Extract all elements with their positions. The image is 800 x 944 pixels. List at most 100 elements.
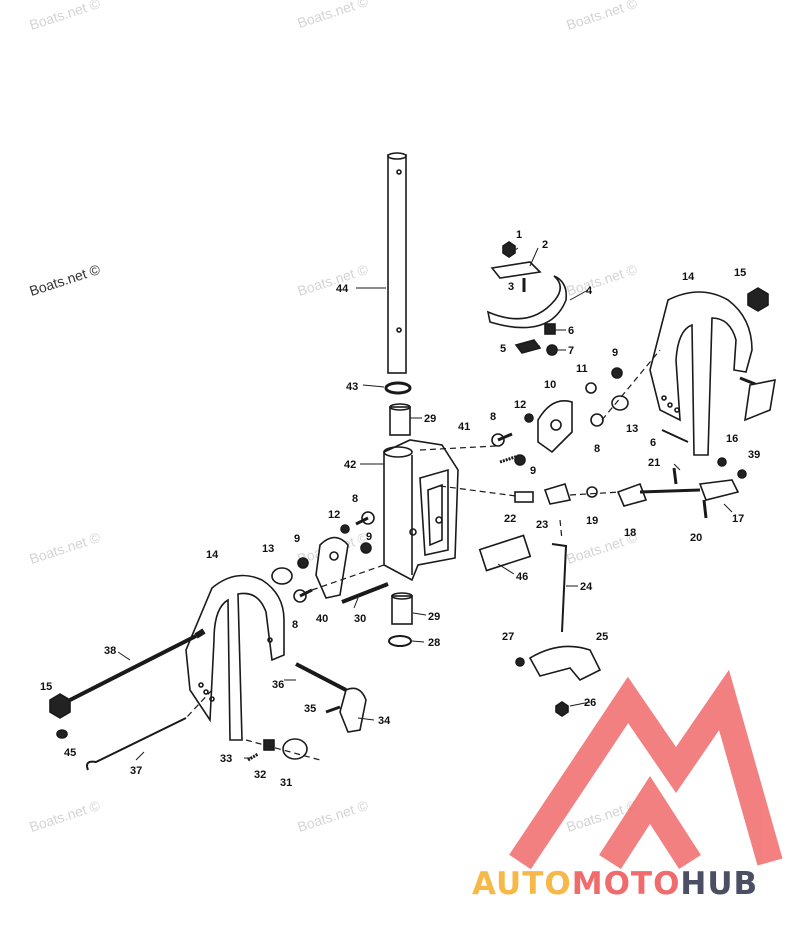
part-11-bolt <box>585 382 597 394</box>
callout-17: 17 <box>732 513 744 525</box>
part-19-washer <box>586 486 598 498</box>
callout-2: 2 <box>542 239 548 251</box>
callout-27: 27 <box>502 631 514 643</box>
part-28-ring <box>388 635 412 647</box>
part-14-right-clamp-bracket <box>649 291 753 456</box>
part-14-left-clamp-bracket <box>185 574 285 741</box>
part-6-pin <box>661 429 689 443</box>
part-15-nut <box>49 693 71 719</box>
callout-45: 45 <box>64 747 76 759</box>
part-31-knob <box>282 738 308 760</box>
callout-19: 19 <box>586 515 598 527</box>
callout-4: 4 <box>586 285 593 297</box>
part-8-bolt <box>491 432 513 447</box>
callout-37: 37 <box>130 765 142 777</box>
part-4-arc <box>486 275 568 329</box>
part-1-nut <box>502 241 516 258</box>
part-2-bracket <box>490 261 542 279</box>
callout-8: 8 <box>490 411 496 423</box>
part-9-nut <box>297 557 309 569</box>
part-handle-right <box>744 378 776 422</box>
callout-46: 46 <box>516 571 528 583</box>
part-33-spring <box>247 752 259 762</box>
callout-29: 29 <box>428 611 440 623</box>
part-42-swivel-bracket <box>383 439 459 582</box>
part-20-pin <box>702 499 708 519</box>
part-38-clamp-screw <box>69 628 206 702</box>
part-34-lever <box>339 687 367 733</box>
callout-14: 14 <box>682 271 695 283</box>
callout-21: 21 <box>648 457 660 469</box>
callout-43: 43 <box>346 381 358 393</box>
part-44-steering-tube <box>387 152 407 374</box>
automotohub-logo-wordmark: AUTOMOTOHUB <box>472 866 758 902</box>
callout-42: 42 <box>344 459 356 471</box>
callout-38: 38 <box>104 645 116 657</box>
part-8-bolt <box>293 588 313 603</box>
part-40-link <box>315 536 349 599</box>
callout-16: 16 <box>726 433 738 445</box>
part-9-nut <box>360 542 372 554</box>
part-24-rod <box>551 543 568 633</box>
callout-9: 9 <box>294 533 300 545</box>
callout-15: 15 <box>734 267 746 279</box>
part-6-block <box>544 323 556 335</box>
part-23-arm <box>543 483 572 505</box>
part-21-pin <box>672 467 678 485</box>
part-22-bushing <box>514 491 534 503</box>
callout-23: 23 <box>536 519 548 531</box>
part-5-clip <box>514 339 542 354</box>
callout-8: 8 <box>292 619 298 631</box>
callout-25: 25 <box>596 631 608 643</box>
callout-33: 33 <box>220 753 232 765</box>
part-45-washer <box>56 729 68 739</box>
callout-20: 20 <box>690 532 702 544</box>
callout-9: 9 <box>530 465 536 477</box>
callout-6: 6 <box>568 325 574 337</box>
callout-9: 9 <box>366 531 372 543</box>
callout-14: 14 <box>206 549 219 561</box>
callout-1: 1 <box>516 229 522 241</box>
part-9-nut <box>514 454 526 466</box>
callout-34: 34 <box>378 715 391 727</box>
part-8-bolt <box>355 511 375 526</box>
part-17-rod <box>639 488 701 494</box>
part-12-washer <box>524 413 534 423</box>
callout-6: 6 <box>650 437 656 449</box>
callout-30: 30 <box>354 613 366 625</box>
callout-3: 3 <box>508 281 514 293</box>
callout-7: 7 <box>568 345 574 357</box>
part-46-decal <box>478 534 532 572</box>
logo-word-auto: AUTO <box>472 866 572 902</box>
callout-8: 8 <box>352 493 358 505</box>
callout-22: 22 <box>504 513 516 525</box>
callout-24: 24 <box>580 581 593 593</box>
part-29-bushing-lower <box>391 592 413 625</box>
callout-13: 13 <box>626 423 638 435</box>
part-27-screw <box>515 657 525 667</box>
callout-18: 18 <box>624 527 636 539</box>
callout-13: 13 <box>262 543 274 555</box>
callout-36: 36 <box>272 679 284 691</box>
callout-35: 35 <box>304 703 316 715</box>
part-18-clip <box>616 482 648 507</box>
callout-5: 5 <box>500 343 506 355</box>
part-8-bolt <box>590 413 604 427</box>
part-13-washer <box>611 395 629 411</box>
part-7-nut <box>546 344 558 356</box>
callout-44: 44 <box>336 283 349 295</box>
part-12-washer <box>340 524 350 534</box>
callout-39: 39 <box>748 449 760 461</box>
part-9-nut <box>611 367 623 379</box>
callout-32: 32 <box>254 769 266 781</box>
logo-word-moto: MOTO <box>571 866 681 902</box>
callout-15: 15 <box>40 681 52 693</box>
part-35-pin <box>325 705 341 714</box>
part-41-spring <box>499 454 519 464</box>
automotohub-logo-mark <box>509 669 783 870</box>
callout-41: 41 <box>458 421 470 433</box>
callout-12: 12 <box>514 399 526 411</box>
part-16-nut <box>717 457 727 467</box>
logo-word-hub: HUB <box>680 866 759 902</box>
